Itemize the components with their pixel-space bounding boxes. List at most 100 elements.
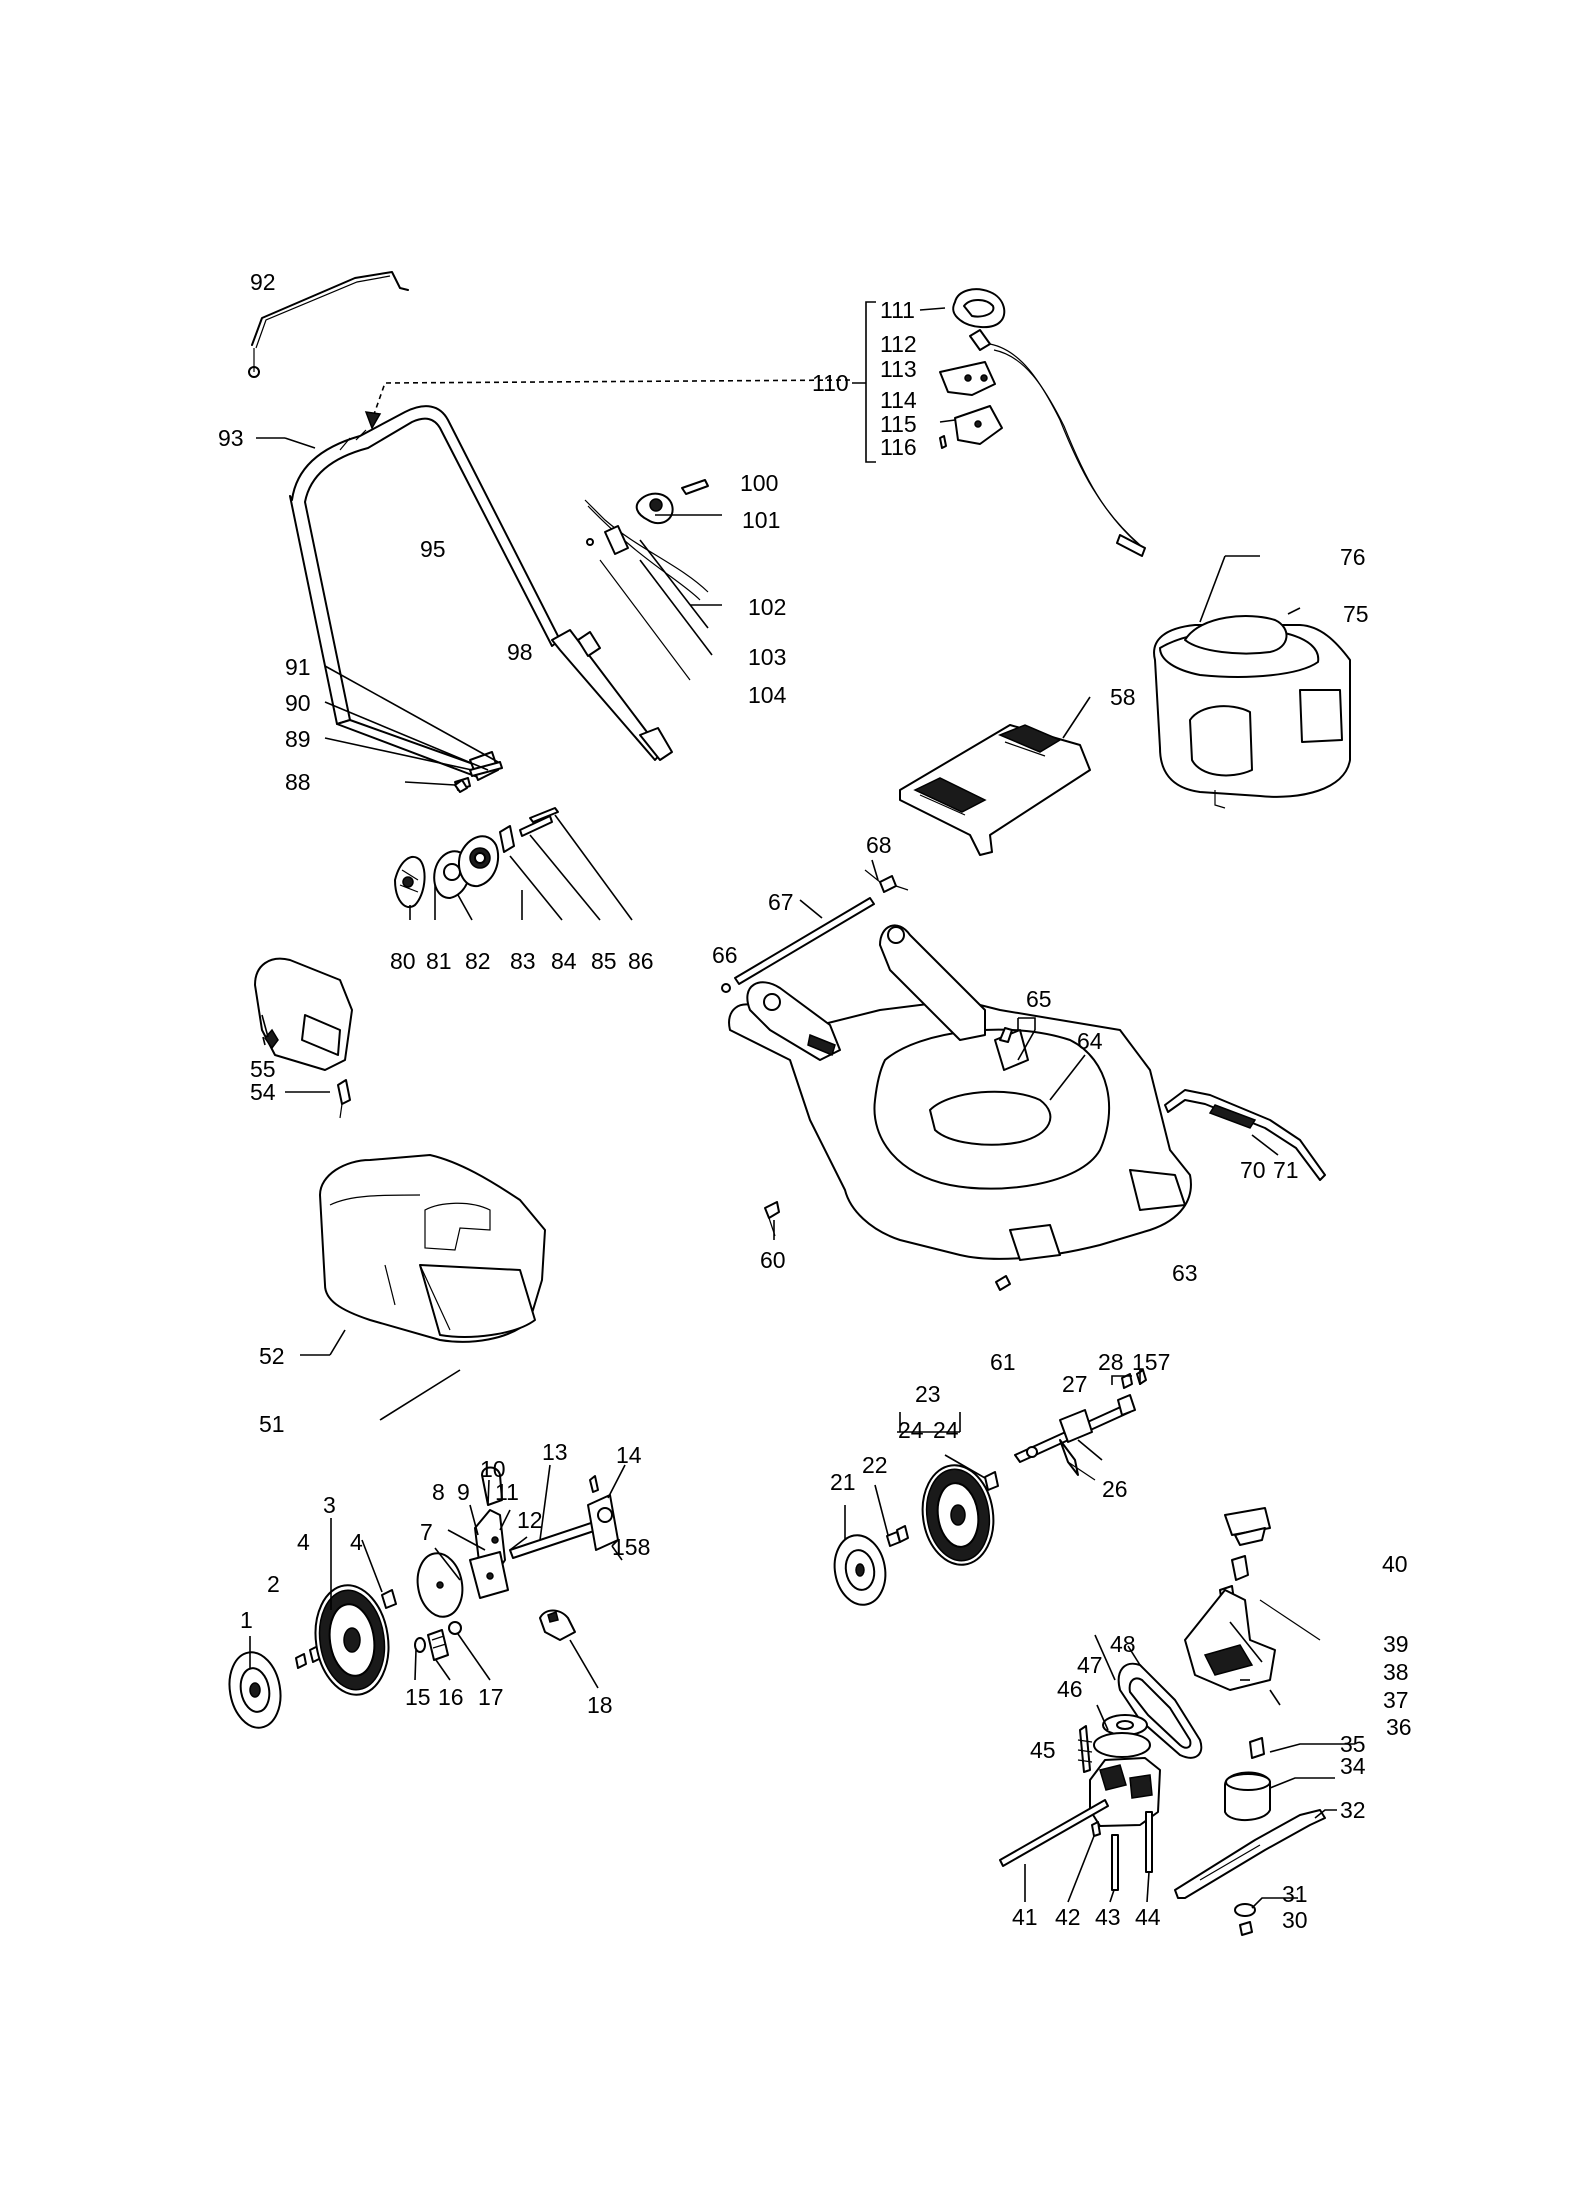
part-116-screw [939, 435, 947, 449]
label-37: 37 [1383, 1687, 1409, 1713]
label-7: 7 [420, 1519, 433, 1545]
engine [1153, 615, 1351, 809]
label-39: 39 [1383, 1631, 1409, 1657]
part-70-cable [1164, 1089, 1326, 1181]
part-54-spring [337, 1079, 351, 1105]
part-85-bolt [519, 815, 553, 837]
part-2-nut [295, 1653, 307, 1669]
rear-wheel-right [833, 1369, 1147, 1606]
dashed-reference-line [371, 379, 851, 421]
label-157: 157 [1132, 1349, 1170, 1375]
part-112-spring [969, 329, 991, 351]
label-1: 1 [240, 1607, 253, 1633]
label-61: 61 [990, 1349, 1016, 1375]
label-82: 82 [465, 948, 491, 974]
label-55: 55 [250, 1056, 276, 1082]
label-58: 58 [1110, 684, 1136, 710]
label-10: 10 [480, 1456, 506, 1482]
label-40: 40 [1382, 1551, 1408, 1577]
bracket-110 [852, 301, 876, 463]
label-23: 23 [915, 1381, 941, 1407]
label-18: 18 [587, 1692, 613, 1718]
leader-lines [249, 307, 1355, 1909]
grass-bag [319, 1154, 546, 1343]
part-30-bolt [1239, 1921, 1253, 1936]
part-103-sleeve [604, 525, 629, 555]
label-22: 22 [862, 1452, 888, 1478]
label-104: 104 [748, 682, 787, 708]
label-34: 34 [1340, 1753, 1366, 1779]
part-93-upper-handle [289, 405, 561, 725]
part-31-washer [1234, 1903, 1256, 1917]
label-28: 28 [1098, 1349, 1124, 1375]
label-93: 93 [218, 425, 244, 451]
label-54: 54 [250, 1079, 276, 1105]
label-4a: 4 [297, 1529, 310, 1555]
part-61-nut [995, 1275, 1011, 1291]
label-43: 43 [1095, 1904, 1121, 1930]
part-46-washer [1093, 1732, 1151, 1758]
label-85: 85 [591, 948, 617, 974]
label-52: 52 [259, 1343, 285, 1369]
label-68: 68 [866, 832, 892, 858]
label-17: 17 [478, 1684, 504, 1710]
part-66-washer [721, 983, 731, 993]
label-26: 26 [1102, 1476, 1128, 1502]
throttle-control [852, 288, 1146, 557]
label-111: 111 [880, 297, 915, 323]
label-114: 114 [880, 387, 917, 413]
part-45-spring [1079, 1725, 1091, 1773]
label-103: 103 [748, 644, 786, 670]
label-24a: 24 [898, 1417, 924, 1443]
part-35-key [1249, 1737, 1265, 1759]
label-158: 158 [612, 1534, 650, 1560]
label-24b: 24 [933, 1417, 959, 1443]
part-10-tab [481, 1466, 503, 1506]
part-44-pin [1145, 1811, 1153, 1873]
label-2: 2 [267, 1571, 280, 1597]
label-98: 98 [507, 639, 533, 665]
part-41-shaft [999, 1799, 1109, 1867]
label-44: 44 [1135, 1904, 1161, 1930]
label-38: 38 [1383, 1659, 1409, 1685]
label-88: 88 [285, 769, 311, 795]
label-45: 45 [1030, 1737, 1056, 1763]
label-71: 71 [1273, 1157, 1299, 1183]
label-48: 48 [1110, 1631, 1136, 1657]
label-63: 63 [1172, 1260, 1198, 1286]
part-88-nut [454, 779, 468, 793]
part-43-pin [1111, 1834, 1119, 1891]
label-16: 16 [438, 1684, 464, 1710]
label-66: 66 [712, 942, 738, 968]
label-90: 90 [285, 690, 311, 716]
label-81: 81 [426, 948, 452, 974]
label-14: 14 [616, 1442, 642, 1468]
label-32: 32 [1340, 1797, 1366, 1823]
label-102: 102 [748, 594, 786, 620]
label-13: 13 [542, 1439, 568, 1465]
part-17-washer [448, 1621, 462, 1635]
part-76-cover-top [1184, 615, 1288, 655]
label-115: 115 [880, 411, 917, 437]
part-15-pinion [414, 1637, 426, 1653]
part-102-cable [584, 499, 709, 593]
throttle-cable [989, 343, 1141, 546]
label-80: 80 [390, 948, 416, 974]
label-70: 70 [1240, 1157, 1266, 1183]
part-86-bolt [529, 807, 559, 823]
part-84-washer [499, 825, 515, 853]
label-76: 76 [1340, 544, 1366, 570]
label-113: 113 [880, 356, 917, 382]
part-42-key [1091, 1821, 1101, 1837]
label-12: 12 [517, 1507, 543, 1533]
label-30: 30 [1282, 1907, 1308, 1933]
label-101: 101 [742, 507, 780, 533]
label-4b: 4 [350, 1529, 363, 1555]
label-75: 75 [1343, 601, 1369, 627]
part-32-blade [1174, 1809, 1326, 1899]
label-83: 83 [510, 948, 536, 974]
side-discharge-cover [254, 957, 353, 1119]
blade-drive [999, 1507, 1326, 1936]
label-21: 21 [830, 1469, 856, 1495]
